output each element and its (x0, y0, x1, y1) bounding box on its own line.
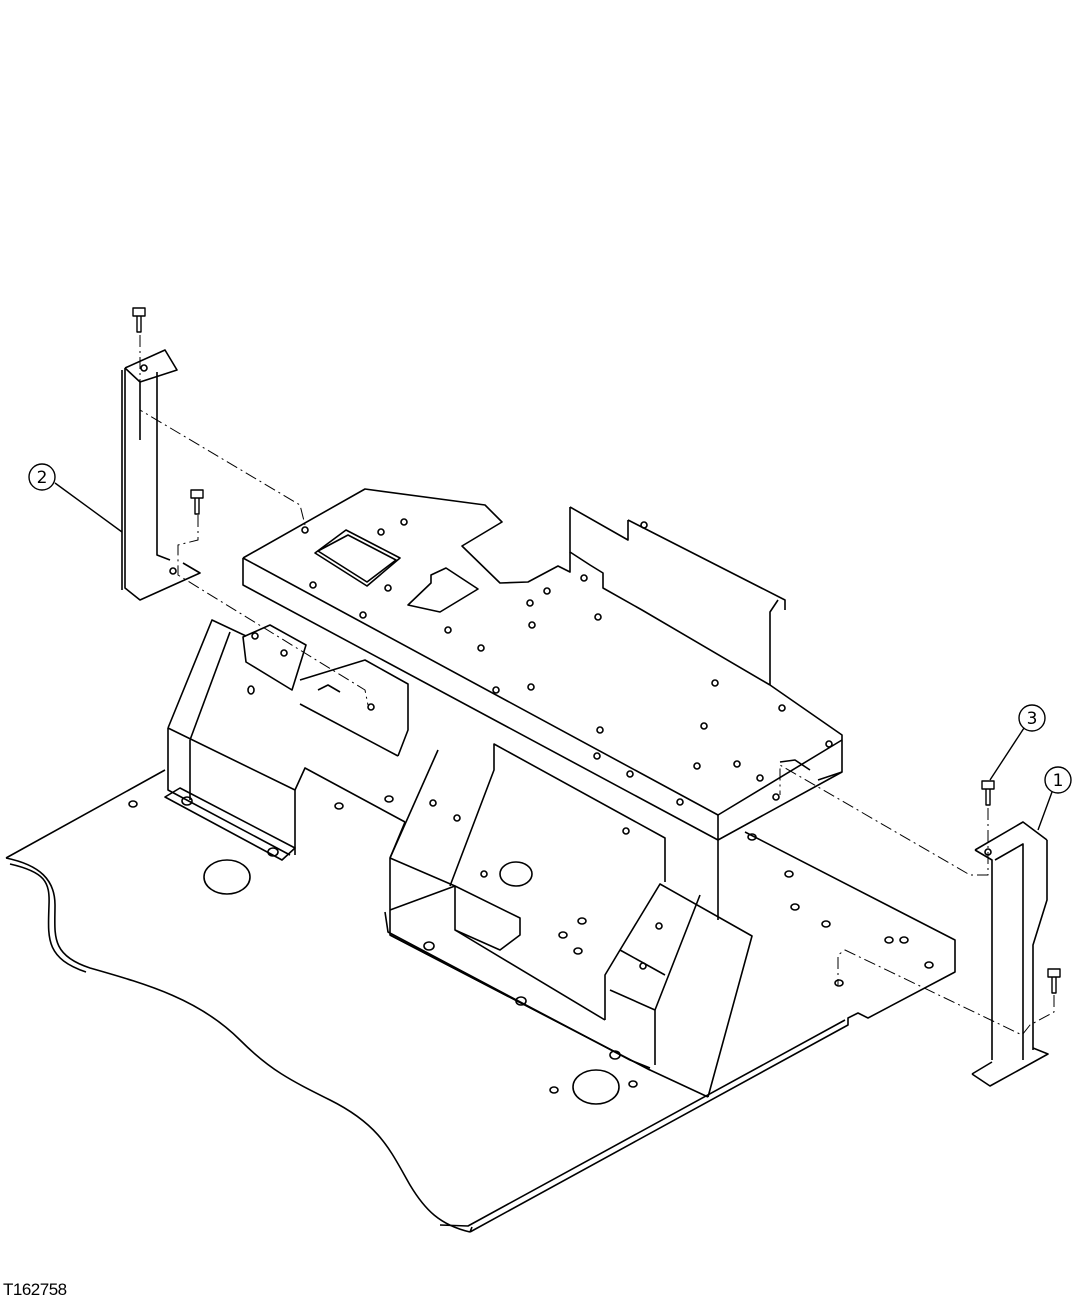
callout-3-number: 3 (1027, 709, 1038, 729)
tunnel-cover (384, 743, 753, 1098)
assembly-lines (139, 335, 1055, 1036)
callout-2: 2 (28, 463, 123, 533)
callout-1: 1 (1037, 766, 1072, 831)
cap-screw (132, 307, 1061, 994)
callout-1-number: 1 (1053, 771, 1064, 791)
callout-3: 3 (989, 704, 1046, 781)
callout-2-number: 2 (37, 468, 48, 488)
left-housing (164, 619, 409, 910)
left-bracket (121, 349, 201, 601)
right-bracket (971, 821, 1049, 1087)
floor-panel (242, 488, 843, 920)
figure-id: T162758 (3, 1280, 67, 1299)
mount-tab (242, 624, 341, 693)
floor-plate (5, 769, 956, 1233)
